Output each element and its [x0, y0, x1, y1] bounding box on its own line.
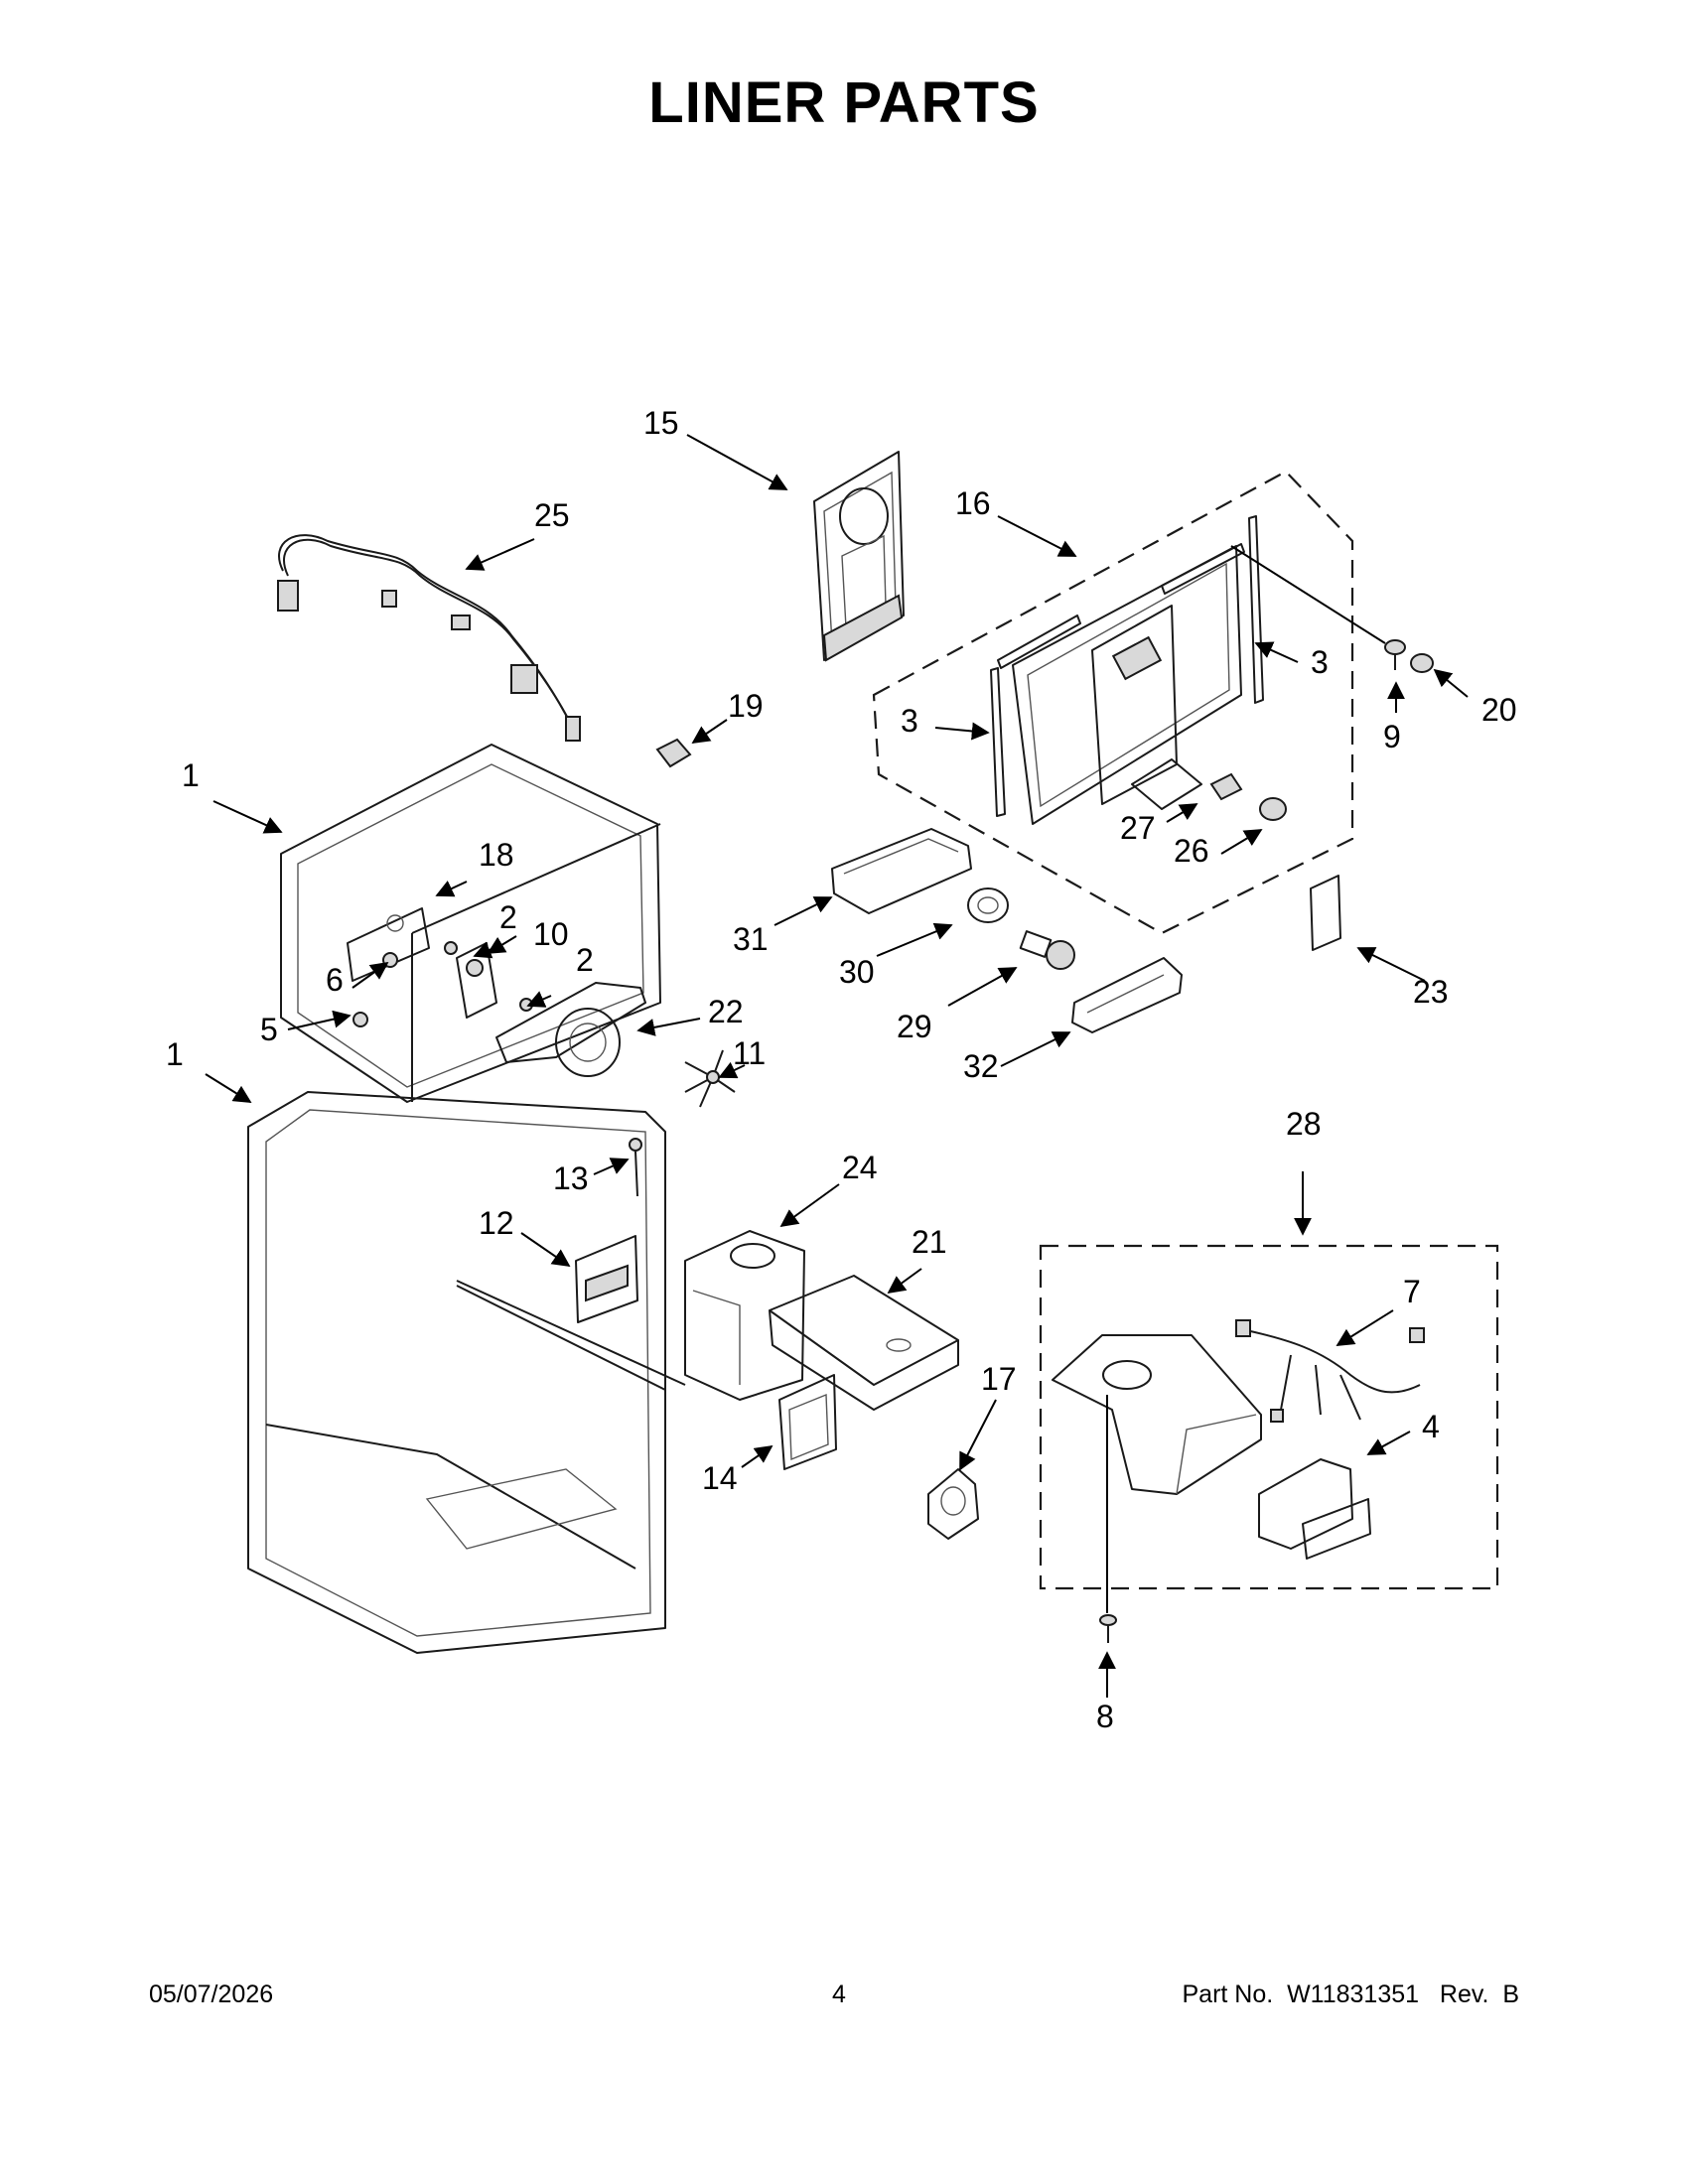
callout-6: 6: [326, 962, 344, 998]
group-28-dashed-box: [1039, 1244, 1499, 1590]
part-32: [1071, 957, 1183, 1033]
callout-25: 25: [534, 497, 570, 533]
callout-20: 20: [1481, 692, 1517, 728]
callout-29: 29: [897, 1009, 932, 1044]
leader-lines: [205, 434, 1469, 1698]
callout-14: 14: [702, 1460, 738, 1496]
callout-2-a: 2: [499, 899, 517, 935]
ice-maker-bin: [1052, 1334, 1262, 1495]
part-31: [831, 828, 972, 914]
part-24: [684, 1230, 805, 1401]
callout-3-left: 3: [901, 703, 918, 739]
part-8-screw: [1099, 1614, 1117, 1643]
part-13: [629, 1138, 642, 1197]
callout-1-upper: 1: [182, 757, 200, 793]
footer-page-number: 4: [832, 1980, 846, 2008]
group-16-dashed-box: [872, 470, 1354, 935]
callout-3-right: 3: [1311, 644, 1329, 680]
part-16: [990, 515, 1264, 825]
callout-7: 7: [1403, 1274, 1421, 1309]
part-29: [1019, 930, 1075, 970]
callout-30: 30: [839, 954, 875, 990]
part-5: [352, 1012, 368, 1027]
callout-numbers: 1 1 2 2 3 3 4 5 6 7 8 9 10 11 12 13 14 1…: [166, 405, 1517, 1734]
callout-17: 17: [981, 1361, 1017, 1397]
callout-28: 28: [1286, 1106, 1322, 1142]
part-20-cap: [1410, 653, 1434, 673]
part-2-a: [444, 941, 458, 955]
callout-2-b: 2: [576, 942, 594, 978]
part-26: [1259, 797, 1287, 821]
footer-part-number: Part No. W11831351 Rev. B: [1182, 1980, 1519, 2008]
callout-8: 8: [1096, 1699, 1114, 1734]
callout-1-lower: 1: [166, 1036, 184, 1072]
callout-16: 16: [955, 485, 991, 521]
callout-13: 13: [553, 1160, 589, 1196]
callout-4: 4: [1422, 1409, 1440, 1444]
callout-18: 18: [479, 837, 514, 873]
part-22: [495, 982, 646, 1077]
part-12: [575, 1235, 638, 1323]
part-17: [927, 1468, 979, 1540]
callout-26: 26: [1174, 833, 1209, 869]
callout-9: 9: [1383, 719, 1401, 754]
callout-32: 32: [963, 1048, 999, 1084]
fresh-food-liner-1: [247, 1091, 686, 1654]
callout-5: 5: [260, 1012, 278, 1047]
footer-date: 05/07/2026: [149, 1980, 274, 2008]
callout-11: 11: [733, 1035, 766, 1071]
callout-27: 27: [1120, 810, 1156, 846]
part-27: [1209, 772, 1243, 801]
part-19: [655, 738, 692, 768]
callout-24: 24: [842, 1150, 878, 1185]
part-9-screw: [1384, 639, 1406, 670]
callout-23: 23: [1413, 974, 1449, 1010]
part-18: [347, 907, 430, 982]
part-21: [769, 1275, 959, 1411]
callout-31: 31: [733, 921, 769, 957]
callout-22: 22: [708, 994, 744, 1029]
callout-21: 21: [912, 1224, 947, 1260]
part-11-fan-blade: [684, 1049, 736, 1108]
page-title: LINER PARTS: [648, 70, 1040, 135]
callout-15: 15: [643, 405, 679, 441]
part-14: [778, 1374, 837, 1470]
freezer-liner-1: [280, 744, 661, 1103]
part-4: [1258, 1458, 1371, 1560]
callout-19: 19: [728, 688, 764, 724]
part-7-harness: [1235, 1319, 1425, 1423]
callout-12: 12: [479, 1205, 514, 1241]
part-30: [967, 887, 1009, 923]
callout-10: 10: [533, 916, 569, 952]
part-15: [813, 451, 905, 662]
part-23: [1310, 875, 1341, 951]
wire-harness-25: [277, 534, 581, 742]
